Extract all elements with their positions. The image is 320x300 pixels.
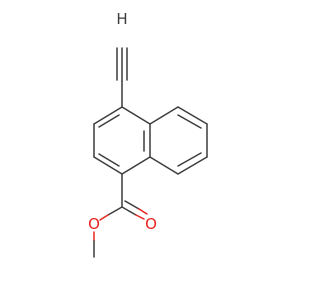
ester-oxygen-label: O xyxy=(88,215,100,233)
left-ring xyxy=(93,106,151,175)
ester-group xyxy=(93,173,148,258)
alkyne-triple-bond xyxy=(116,47,128,82)
carbonyl-oxygen-label: O xyxy=(145,215,157,233)
right-ring xyxy=(149,106,208,175)
structure-diagram: H O O xyxy=(88,10,208,258)
hydrogen-label: H xyxy=(116,10,127,28)
